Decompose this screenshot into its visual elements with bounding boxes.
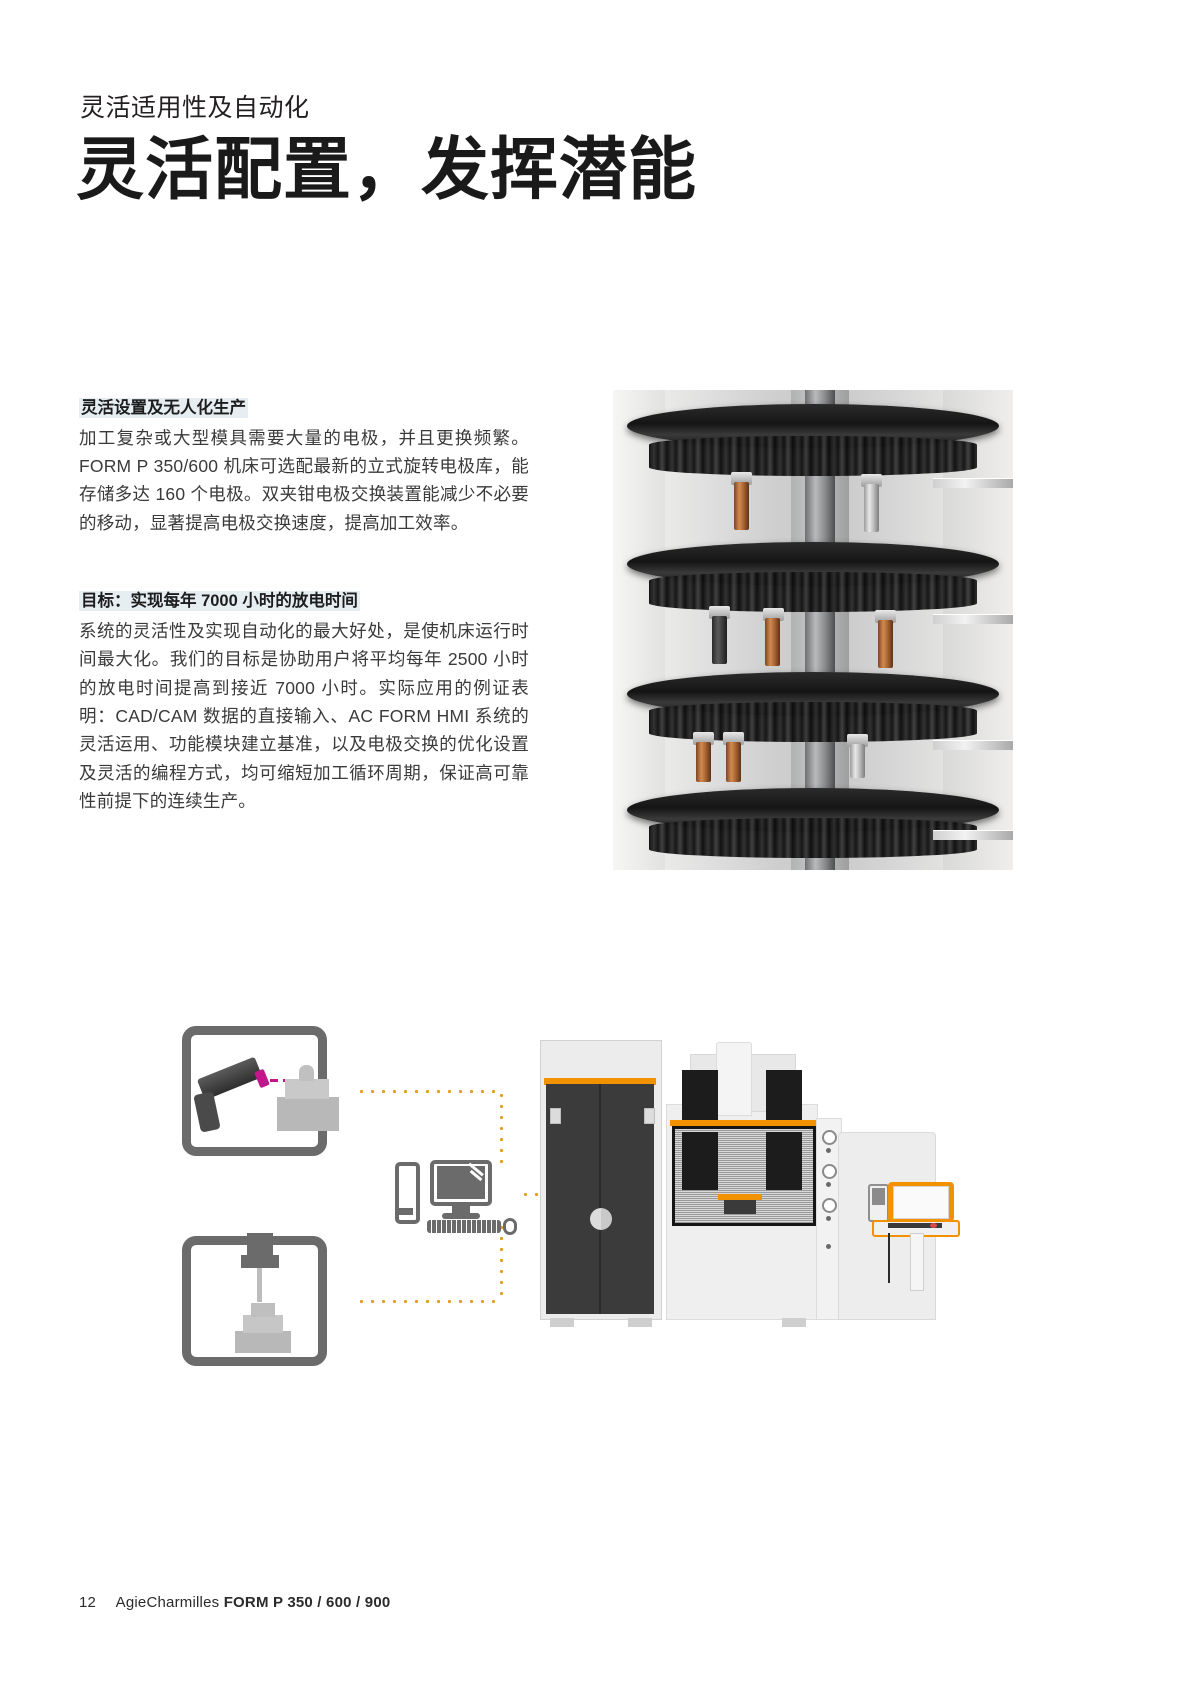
tool-holder-icon	[241, 1255, 279, 1268]
magazine-arm	[933, 830, 1013, 840]
work-table	[724, 1200, 756, 1214]
magazine-arm	[933, 478, 1013, 488]
keyboard-icon	[427, 1220, 501, 1233]
cad-cam-workstation-icon	[395, 1160, 517, 1235]
panel-indicator	[930, 1223, 937, 1228]
electrode-top	[723, 732, 744, 745]
magazine-arm	[933, 614, 1013, 624]
electrode	[864, 484, 879, 532]
electrode	[734, 482, 749, 530]
indicator-dot	[826, 1148, 831, 1153]
electrode	[726, 742, 741, 782]
photo-wall-left	[613, 390, 665, 870]
mouse-icon	[503, 1218, 517, 1235]
work-table-accent	[718, 1194, 762, 1200]
service-port	[822, 1130, 837, 1145]
tool-bit-icon	[257, 1268, 262, 1302]
carousel-chain	[649, 572, 977, 612]
workflow-diagram	[0, 1000, 1192, 1380]
section-2-heading: 目标：实现每年 7000 小时的放电时间	[79, 591, 360, 612]
electrode-top	[763, 608, 784, 621]
monitor-neck-icon	[452, 1206, 470, 1213]
electrode-top	[847, 734, 868, 747]
machine-ram	[716, 1042, 752, 1116]
section-1-body: 加工复杂或大型模具需要大量的电极，并且更换频繁。FORM P 350/600 机…	[79, 427, 529, 533]
workpiece-base-icon	[235, 1331, 291, 1353]
machine-column-left	[682, 1070, 718, 1120]
page-number: 12	[79, 1594, 97, 1611]
connector-bottom-vertical	[500, 1222, 503, 1302]
page-eyebrow: 灵活适用性及自动化	[80, 94, 310, 122]
section-2-heading-wrap: 目标：实现每年 7000 小时的放电时间	[79, 589, 529, 614]
page-title: 灵活配置，发挥潜能	[76, 130, 698, 210]
connector-bottom-horizontal	[356, 1300, 502, 1303]
connector-top-horizontal	[356, 1090, 502, 1093]
service-port	[822, 1198, 837, 1213]
electrode	[712, 616, 727, 664]
magazine-arm	[933, 740, 1013, 750]
machine-foot	[550, 1318, 574, 1327]
spindle-head-icon	[247, 1233, 273, 1255]
pendant-cable	[888, 1233, 890, 1283]
electrode-top	[861, 474, 882, 487]
door-latch	[644, 1108, 655, 1124]
machine-accent-strip	[670, 1120, 818, 1126]
carousel-chain	[649, 436, 977, 476]
electrode-magazine-photo	[613, 390, 1013, 870]
milling-machining-icon	[182, 1233, 327, 1366]
pendant-screen	[872, 1188, 885, 1205]
electrode	[878, 620, 893, 668]
indicator-dot	[826, 1182, 831, 1187]
work-column-right	[766, 1132, 802, 1190]
form-p-edm-machine	[520, 1022, 980, 1344]
machine-foot	[782, 1318, 806, 1327]
workpiece-mid-icon	[285, 1079, 329, 1099]
workpiece-top-icon	[299, 1065, 314, 1081]
section-1-heading: 灵活设置及无人化生产	[79, 398, 248, 418]
electrode	[765, 618, 780, 666]
hmi-screen[interactable]	[893, 1186, 949, 1219]
probe-scanning-icon	[182, 1026, 339, 1156]
work-column-left	[682, 1132, 718, 1190]
machine-accent-strip	[544, 1078, 656, 1085]
text-column: 灵活设置及无人化生产 加工复杂或大型模具需要大量的电极，并且更换频繁。FORM …	[79, 396, 529, 815]
panel-keyboard[interactable]	[888, 1223, 942, 1228]
panel-stand	[910, 1233, 924, 1291]
machine-column-right	[766, 1070, 802, 1120]
electrode	[850, 744, 865, 778]
indicator-dot	[826, 1244, 831, 1249]
page-footer: 12 AgieCharmilles FORM P 350 / 600 / 900	[79, 1594, 390, 1611]
probe-tip-icon	[254, 1068, 270, 1089]
monitor-stand-icon	[442, 1213, 480, 1219]
machine-foot	[628, 1318, 652, 1327]
electrode-top	[875, 610, 896, 623]
service-port	[822, 1164, 837, 1179]
electrode-top	[709, 606, 730, 619]
probe-grip-icon	[193, 1091, 221, 1133]
electrode-top	[731, 472, 752, 485]
connector-top-vertical	[500, 1090, 503, 1168]
hmi-control-panel[interactable]	[868, 1182, 960, 1291]
section-2-body: 系统的灵活性及实现自动化的最大好处，是使机床运行时间最大化。我们的目标是协助用户…	[79, 620, 529, 811]
section-1-heading-wrap: 灵活设置及无人化生产	[79, 396, 529, 421]
door-latch	[550, 1108, 561, 1124]
electrode	[696, 742, 711, 782]
product-name: FORM P 350 / 600 / 900	[223, 1594, 391, 1611]
workpiece-base-icon	[277, 1097, 339, 1131]
machine-door-split	[599, 1084, 601, 1314]
brand-name: AgieCharmilles	[115, 1594, 220, 1611]
workpiece-mid-icon	[243, 1315, 283, 1333]
electrode-top	[693, 732, 714, 745]
pc-drive-icon	[399, 1208, 413, 1215]
workpiece-top-icon	[251, 1303, 275, 1317]
indicator-dot	[826, 1216, 831, 1221]
carousel-chain	[649, 818, 977, 858]
door-handle	[590, 1208, 612, 1230]
